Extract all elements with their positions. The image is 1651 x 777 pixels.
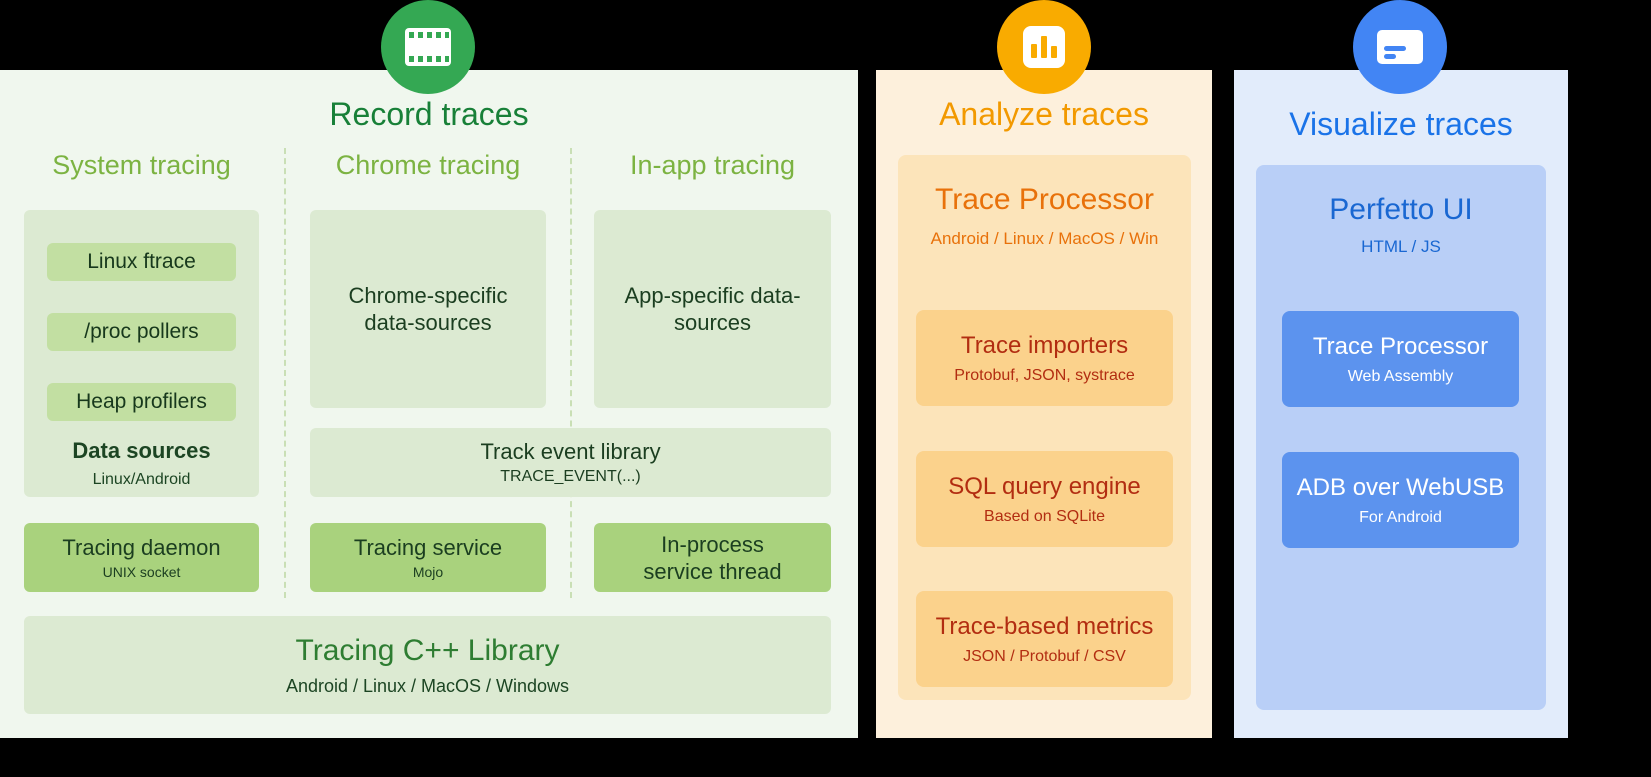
column-header-chrome-tracing: Chrome tracing bbox=[335, 150, 521, 180]
trace-importers-label: Trace importers bbox=[960, 331, 1129, 359]
column-header-system-tracing: System tracing bbox=[52, 150, 231, 180]
trace-based-metrics-box: Trace-based metrics JSON / Protobuf / CS… bbox=[916, 591, 1173, 687]
tracing-daemon-box: Tracing daemon UNIX socket bbox=[24, 523, 259, 592]
tracing-service-sublabel: Mojo bbox=[412, 564, 444, 580]
in-process-service-thread-box: In-process service thread bbox=[594, 523, 831, 592]
analyze-title: Analyze traces bbox=[939, 96, 1149, 132]
track-event-library-label: Track event library bbox=[480, 439, 661, 464]
perfetto-ui-sublabel: HTML / JS bbox=[1361, 237, 1441, 256]
adb-over-webusb-sublabel: For Android bbox=[1359, 508, 1442, 526]
record-panel: Record traces System tracing Chrome trac… bbox=[0, 70, 858, 738]
trace-importers-box: Trace importers Protobuf, JSON, systrace bbox=[916, 310, 1173, 406]
chrome-specific-box: Chrome-specific data-sources bbox=[310, 210, 546, 408]
record-badge bbox=[381, 0, 475, 94]
trace-processor-wasm-sublabel: Web Assembly bbox=[1347, 367, 1454, 385]
chrome-specific-label: Chrome-specific data-sources bbox=[348, 283, 508, 335]
visualize-badge bbox=[1353, 0, 1447, 94]
proc-pollers-box: /proc pollers bbox=[47, 313, 236, 351]
trace-processor-box: Trace Processor Android / Linux / MacOS … bbox=[898, 155, 1191, 700]
sql-query-engine-label: SQL query engine bbox=[948, 472, 1141, 500]
record-title: Record traces bbox=[329, 96, 529, 132]
visualize-title: Visualize traces bbox=[1289, 106, 1513, 142]
card-icon bbox=[1377, 30, 1423, 64]
bar-chart-icon bbox=[1023, 26, 1065, 68]
visualize-panel: Visualize traces Perfetto UI HTML / JS T… bbox=[1234, 70, 1568, 738]
sql-query-engine-box: SQL query engine Based on SQLite bbox=[916, 451, 1173, 547]
tracing-service-label: Tracing service bbox=[353, 535, 503, 560]
track-event-library-box: Track event library TRACE_EVENT(...) bbox=[310, 428, 831, 497]
trace-processor-platforms: Android / Linux / MacOS / Win bbox=[930, 229, 1159, 248]
data-sources-sublabel: Linux/Android bbox=[92, 471, 191, 488]
data-sources-label: Data sources bbox=[72, 438, 211, 463]
tracing-cpp-library-sublabel: Android / Linux / MacOS / Windows bbox=[285, 675, 570, 696]
sql-query-engine-sublabel: Based on SQLite bbox=[984, 507, 1105, 525]
perfetto-ui-title: Perfetto UI bbox=[1329, 193, 1473, 226]
in-process-service-thread-label: In-process service thread bbox=[643, 531, 782, 584]
linux-ftrace-box: Linux ftrace bbox=[47, 243, 236, 281]
column-header-in-app-tracing: In-app tracing bbox=[629, 150, 796, 180]
tracing-cpp-library-label: Tracing C++ Library bbox=[295, 633, 560, 667]
column-divider bbox=[570, 148, 572, 598]
trace-based-metrics-label: Trace-based metrics bbox=[935, 612, 1154, 640]
adb-over-webusb-label: ADB over WebUSB bbox=[1296, 473, 1505, 501]
filmstrip-icon bbox=[405, 28, 451, 66]
adb-over-webusb-box: ADB over WebUSB For Android bbox=[1282, 452, 1519, 548]
tracing-daemon-sublabel: UNIX socket bbox=[102, 564, 181, 580]
analyze-badge bbox=[997, 0, 1091, 94]
app-specific-box: App-specific data-sources bbox=[594, 210, 831, 408]
tracing-cpp-library-box: Tracing C++ Library Android / Linux / Ma… bbox=[24, 616, 831, 714]
trace-based-metrics-sublabel: JSON / Protobuf / CSV bbox=[963, 647, 1126, 665]
column-divider bbox=[284, 148, 286, 598]
trace-processor-wasm-label: Trace Processor bbox=[1312, 332, 1489, 360]
heap-profilers-box: Heap profilers bbox=[47, 383, 236, 421]
analyze-panel: Analyze traces Trace Processor Android /… bbox=[876, 70, 1212, 738]
track-event-library-sublabel: TRACE_EVENT(...) bbox=[500, 468, 641, 485]
tracing-service-box: Tracing service Mojo bbox=[310, 523, 546, 592]
perfetto-ui-box: Perfetto UI HTML / JS Trace Processor We… bbox=[1256, 165, 1546, 710]
app-specific-label: App-specific data-sources bbox=[624, 283, 801, 335]
tracing-daemon-label: Tracing daemon bbox=[62, 535, 221, 560]
trace-processor-title: Trace Processor bbox=[935, 183, 1154, 216]
trace-importers-sublabel: Protobuf, JSON, systrace bbox=[954, 366, 1135, 384]
trace-processor-wasm-box: Trace Processor Web Assembly bbox=[1282, 311, 1519, 407]
